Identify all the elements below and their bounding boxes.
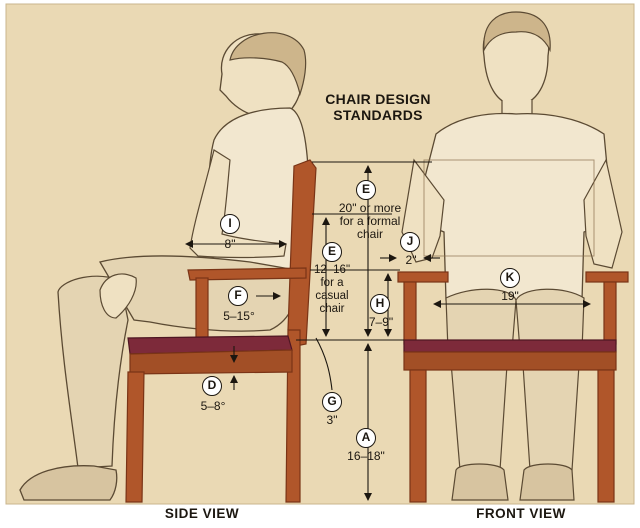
marker-e-lower-line3: casual [315, 290, 349, 302]
marker-e-upper-line2: for a formal [339, 214, 401, 228]
marker-e-upper-line1: 20" or more [338, 201, 402, 215]
side-view-chair [125, 159, 317, 503]
marker-a-value: 16–18" [347, 449, 385, 463]
marker-e-upper-line3: chair [356, 227, 383, 241]
front-view-chair [397, 159, 629, 503]
marker-j-value: 2" [405, 253, 417, 267]
marker-d-badge: D [202, 376, 222, 396]
marker-g-badge: G [322, 392, 342, 412]
marker-k-badge: K [500, 268, 520, 288]
marker-i-badge: I [220, 214, 240, 234]
marker-k-value: 19" [501, 289, 519, 303]
marker-g-value: 3" [326, 413, 338, 427]
marker-e-lower-badge: E [322, 242, 342, 262]
marker-h-value: 7–9" [368, 315, 394, 329]
marker-h-badge: H [370, 294, 390, 314]
marker-d-value: 5–8° [200, 399, 226, 413]
marker-i-value: 8" [224, 237, 236, 251]
marker-f-value: 5–15° [223, 309, 255, 323]
diagram-title-line2: STANDARDS [333, 107, 423, 123]
marker-e-upper-badge: E [356, 180, 376, 200]
front-view-label: FRONT VIEW [476, 506, 566, 521]
marker-e-lower-line4: chair [319, 303, 345, 315]
marker-a-badge: A [356, 428, 376, 448]
diagram-title-line1: CHAIR DESIGN [325, 91, 431, 107]
marker-e-lower-line1: 12–16" [313, 264, 351, 276]
side-view-label: SIDE VIEW [164, 506, 240, 521]
marker-f-badge: F [228, 286, 248, 306]
marker-j-badge: J [400, 232, 420, 252]
marker-e-lower-line2: for a [320, 277, 344, 289]
